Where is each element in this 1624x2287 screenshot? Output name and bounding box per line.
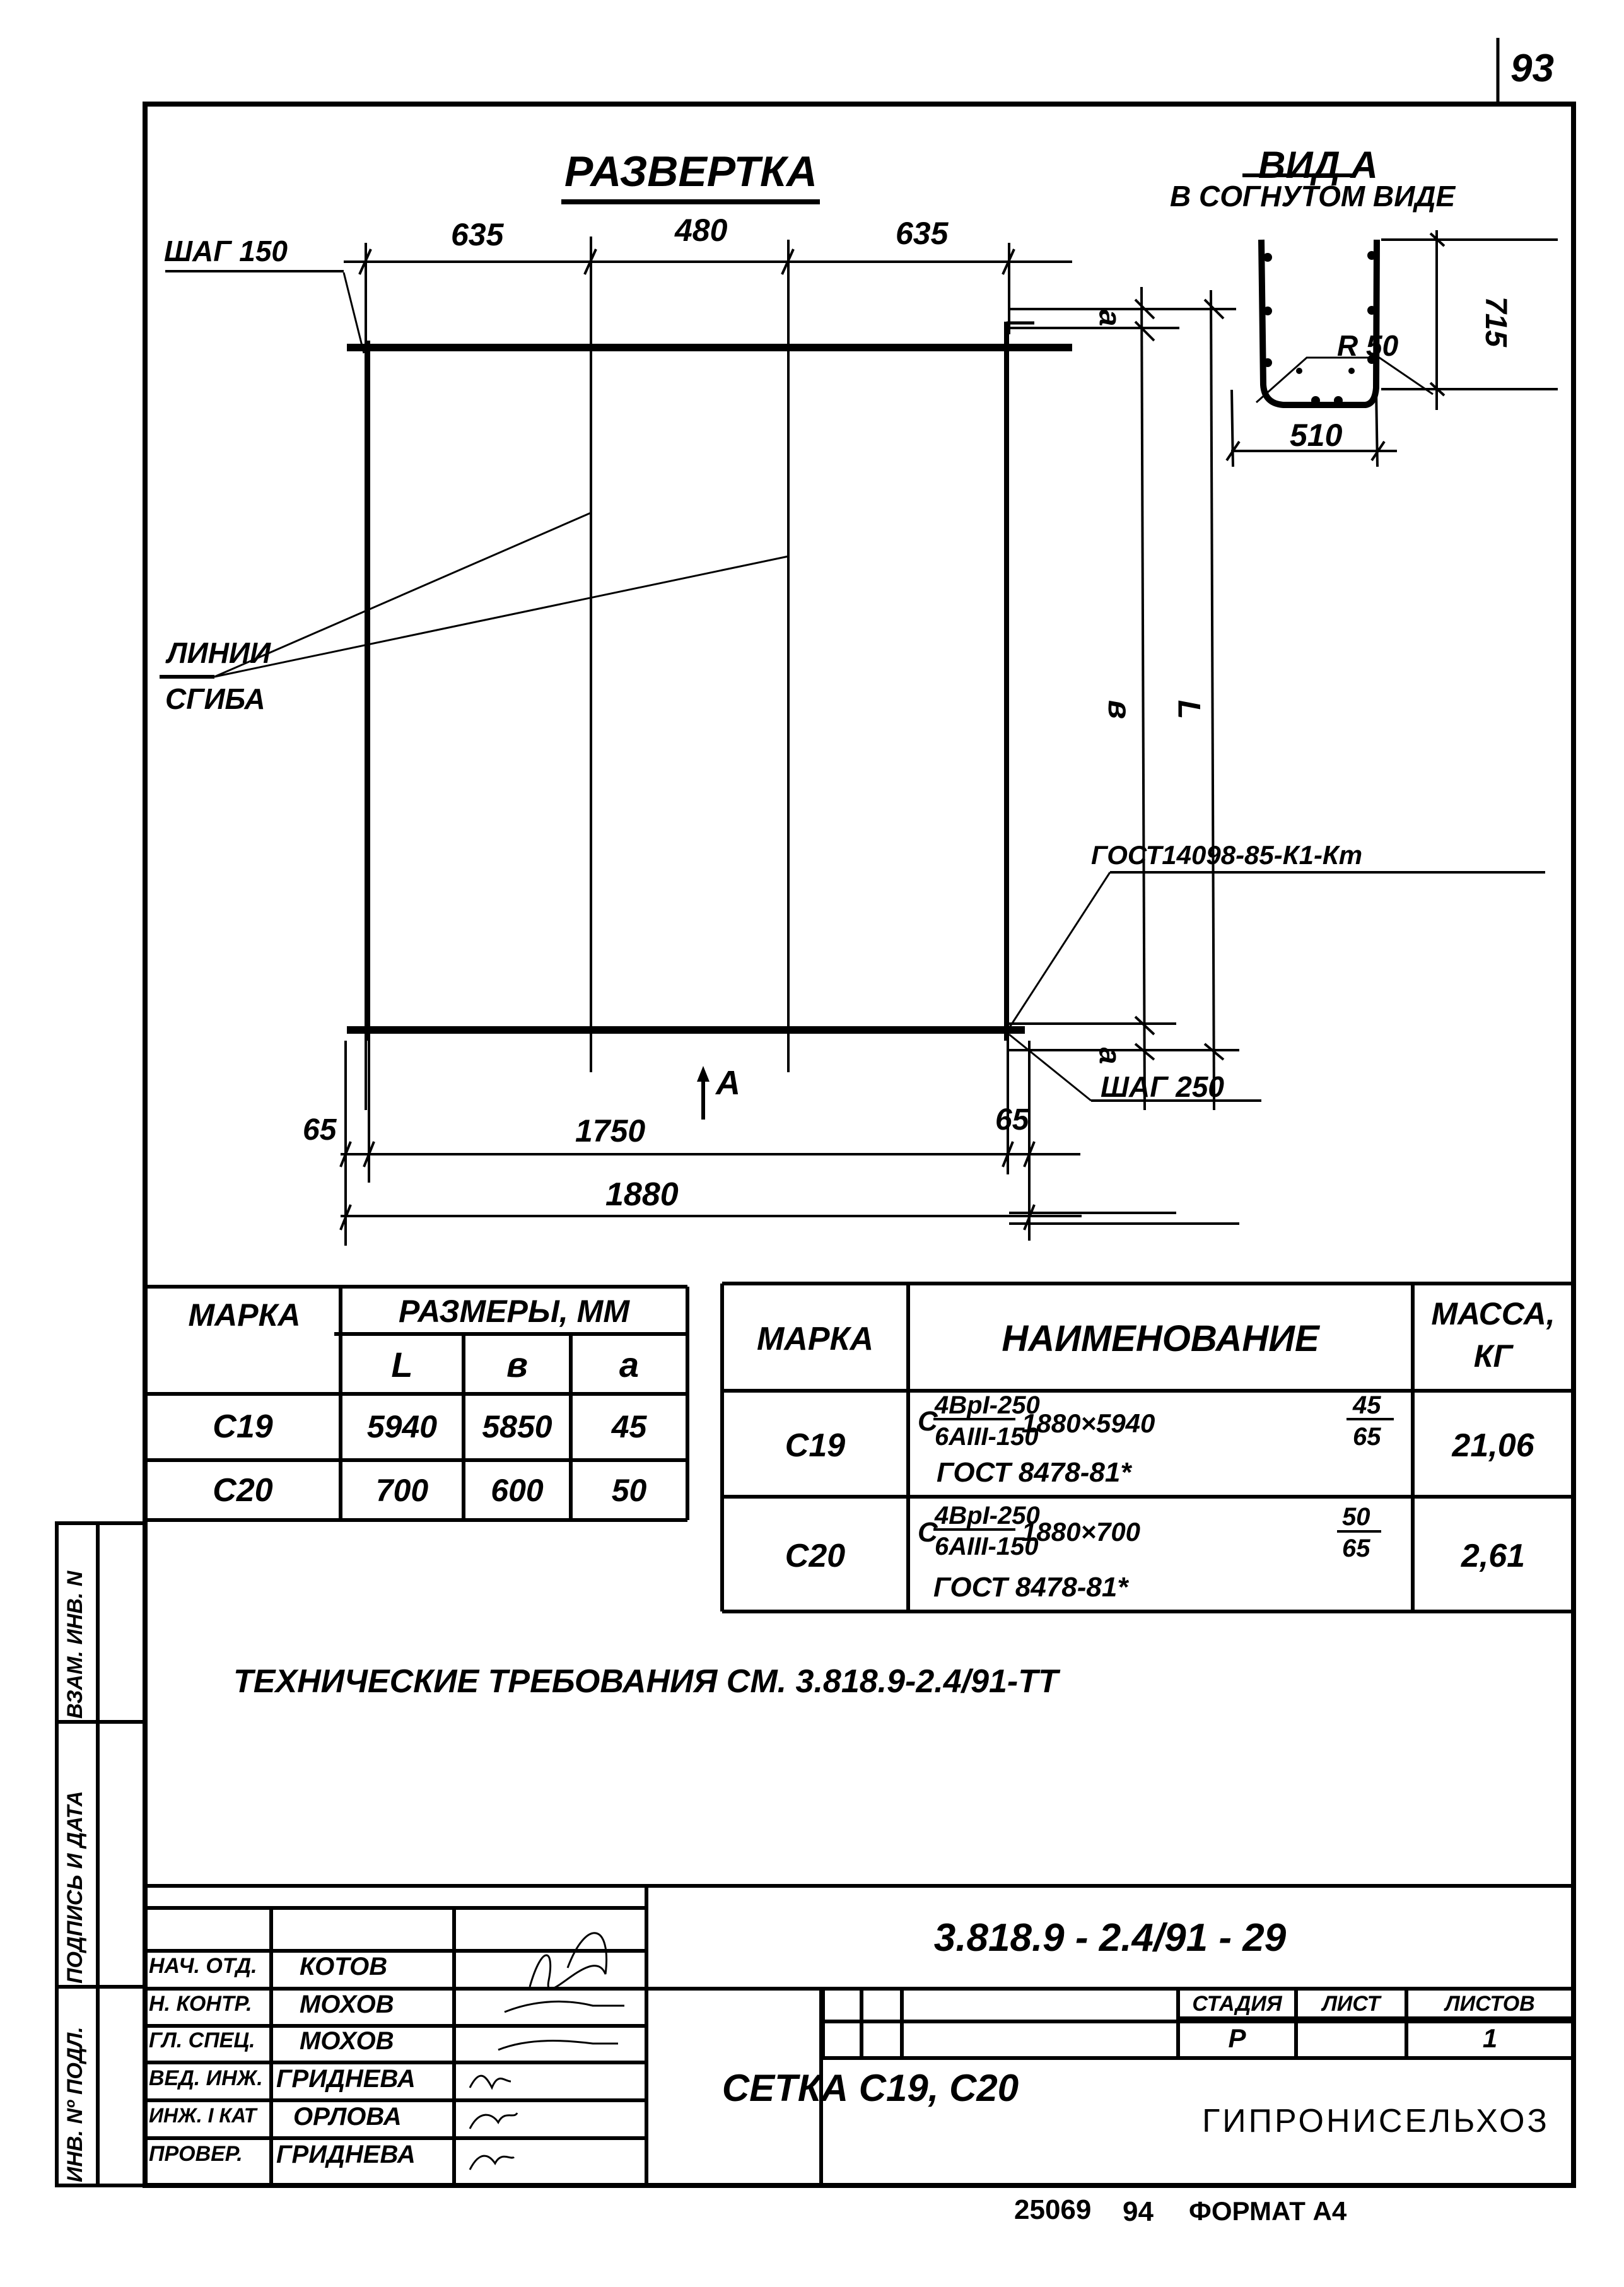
spec-row-mass: 2,61 (1461, 1537, 1526, 1574)
signature-name: МОХОВ (300, 2027, 394, 2055)
document-code: 3.818.9 - 2.4/91 - 29 (933, 1916, 1287, 1960)
dim-edge-right: 65 (995, 1103, 1029, 1137)
spec-row-rebar-longitudinal: 4ВрI-250 (935, 1391, 1040, 1419)
stage-label: СТАДИЯ (1192, 1992, 1282, 2016)
view-arrow-label: А (716, 1064, 740, 1102)
side-stamp-original-inv: ИНВ. Nº ПОДЛ. (63, 2027, 87, 2182)
pitch-150-label: ШАГ 150 (164, 235, 288, 267)
dim-a-bottom: a (1092, 1047, 1126, 1065)
bend-lines-label-line2: СГИБА (165, 682, 266, 715)
sheet-number: 93 (1510, 47, 1554, 90)
dims-header-sizes: РАЗМЕРЫ, ММ (399, 1294, 629, 1329)
spec-row-prefix: С (918, 1517, 938, 1548)
signature-name: ГРИДНЕВА (276, 2141, 416, 2168)
dim-edge-left: 65 (303, 1113, 337, 1147)
dim-top-middle: 480 (675, 213, 728, 248)
sheets-value: 1 (1482, 2023, 1498, 2053)
dim-total-width: 1880 (605, 1176, 679, 1213)
spec-row-rebar-transverse: 6АIII-150 (935, 1533, 1039, 1560)
inventory-number: 25069 (1014, 2194, 1092, 2225)
spec-row-mark: С20 (785, 1537, 846, 1574)
spec-row-overhang-top: 45 (1353, 1391, 1381, 1419)
stage-value: Р (1228, 2023, 1246, 2053)
dim-top-left: 635 (451, 217, 504, 252)
bend-lines-label-line1: ЛИНИИ (167, 636, 271, 669)
spec-row-mark: С19 (785, 1427, 846, 1464)
pitch-250-label: ШАГ 250 (1101, 1070, 1225, 1103)
sheets-label: ЛИСТОВ (1445, 1992, 1535, 2016)
organization-name: ГИПРОНИСЕЛЬХОЗ (1202, 2102, 1550, 2139)
spec-row-size: 1880×5940 (1022, 1408, 1155, 1438)
spec-row-rebar-transverse: 6АIII-150 (935, 1423, 1039, 1451)
signature-role: ПРОВЕР. (149, 2142, 243, 2166)
signature-name: КОТОВ (300, 1953, 388, 1980)
signature-role: ВЕД. ИНЖ. (149, 2066, 263, 2090)
view-a-title: ВИД А (1258, 144, 1378, 186)
signature-name: ГРИДНЕВА (276, 2065, 416, 2093)
dims-row-L: 5940 (366, 1409, 438, 1444)
spec-header-mass: МАССА, (1431, 1296, 1555, 1331)
spec-row-standard: ГОСТ 8478-81* (937, 1457, 1131, 1488)
signature-role: Н. КОНТР. (149, 1992, 252, 2016)
signature-role: ГЛ. СПЕЦ. (149, 2028, 255, 2052)
dim-b: в (1102, 699, 1138, 720)
view-a-height: 715 (1479, 296, 1512, 348)
view-a-width: 510 (1290, 418, 1343, 453)
drawing-name: СЕТКА С19, С20 (721, 2066, 1019, 2109)
spec-row-overhang-bottom: 65 (1353, 1423, 1381, 1451)
spec-row-size: 1880×700 (1022, 1517, 1141, 1547)
dims-row-b: 5850 (482, 1409, 552, 1444)
dims-row-a: 50 (611, 1473, 647, 1508)
signature-name: МОХОВ (300, 1991, 394, 2018)
dim-L: L (1171, 699, 1207, 720)
bottom-number: 94 (1123, 2196, 1154, 2227)
spec-row-standard: ГОСТ 8478-81* (933, 1572, 1128, 1603)
spec-row-prefix: С (918, 1406, 938, 1437)
dim-top-right: 635 (896, 216, 949, 251)
spec-header-name: НАИМЕНОВАНИЕ (1002, 1318, 1319, 1359)
spec-row-rebar-longitudinal: 4ВрI-250 (935, 1502, 1040, 1530)
side-stamp-signature-date: ПОДПИСЬ И ДАТА (63, 1791, 87, 1984)
side-stamp-replacement-inv: ВЗАМ. ИНВ. N (63, 1570, 87, 1719)
view-a-subtitle: В СОГНУТОМ ВИДЕ (1170, 180, 1456, 213)
dims-row-b: 600 (491, 1473, 544, 1508)
dims-row-L: 700 (375, 1473, 429, 1508)
dims-header-L: L (391, 1344, 413, 1384)
dims-header-mark: МАРКА (188, 1297, 301, 1333)
sheet-value (1296, 2020, 1406, 2057)
dims-row-mark: С19 (213, 1408, 273, 1445)
dim-a-top: a (1092, 309, 1126, 327)
dims-header-b: в (506, 1344, 528, 1384)
dims-row-mark: С20 (213, 1472, 273, 1509)
spec-row-overhang-top: 50 (1342, 1503, 1370, 1531)
signature-role: НАЧ. ОТД. (149, 1954, 257, 1978)
spec-row-mass: 21,06 (1452, 1427, 1534, 1464)
unfolded-view-title: РАЗВЕРТКА (564, 148, 817, 196)
dim-inner-width: 1750 (575, 1113, 646, 1149)
dims-row-a: 45 (611, 1409, 647, 1444)
technical-requirements-note: ТЕХНИЧЕСКИЕ ТРЕБОВАНИЯ СМ. 3.818.9-2.4/9… (233, 1663, 1058, 1700)
spec-header-mark: МАРКА (756, 1320, 874, 1357)
signature-role: ИНЖ. I КАТ (149, 2104, 257, 2127)
dims-header-a: a (619, 1344, 640, 1384)
spec-header-mass-unit: КГ (1473, 1338, 1513, 1374)
sheet-label: ЛИСТ (1322, 1992, 1381, 2016)
weld-callout: ГОСТ14098-85-К1-Кт (1091, 840, 1363, 870)
sheet-format: ФОРМАТ А4 (1189, 2196, 1347, 2226)
spec-row-overhang-bottom: 65 (1342, 1535, 1370, 1562)
bend-radius-label: R 50 (1337, 329, 1399, 362)
signature-name: ОРЛОВА (293, 2103, 402, 2131)
